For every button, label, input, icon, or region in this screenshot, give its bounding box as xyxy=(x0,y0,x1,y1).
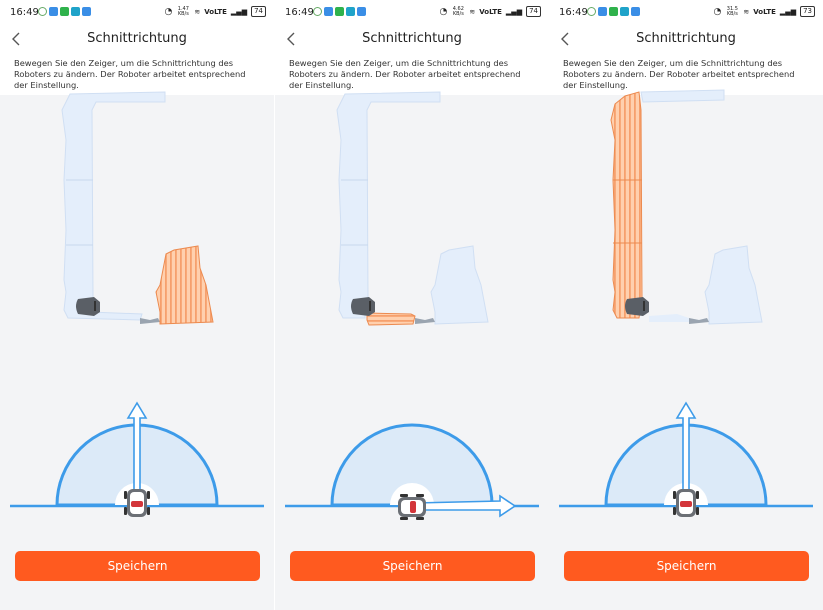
notification-icon xyxy=(609,7,618,16)
volte-label: VoLTE xyxy=(753,7,776,16)
header: Schnittrichtung xyxy=(0,24,274,54)
battery-level: 73 xyxy=(800,6,815,17)
map-zone-left-selected[interactable] xyxy=(610,91,643,319)
notification-icon xyxy=(620,7,629,16)
map-zone-right[interactable] xyxy=(704,245,763,325)
volte-label: VoLTE xyxy=(204,7,227,16)
docking-station-icon xyxy=(351,297,375,316)
save-button[interactable]: Speichern xyxy=(15,551,260,581)
notification-icon xyxy=(49,7,58,16)
zone-divider xyxy=(613,179,642,244)
direction-arrow-up[interactable] xyxy=(675,401,697,503)
battery-level: 74 xyxy=(526,6,541,17)
instruction-text: Bewegen Sie den Zeiger, um die Schnittri… xyxy=(275,54,549,95)
wifi-icon: ≋ xyxy=(743,7,750,16)
back-chevron-icon[interactable] xyxy=(283,30,301,48)
robot-mower-icon[interactable] xyxy=(398,494,426,520)
direction-dial[interactable] xyxy=(275,390,549,530)
dial-semicircle xyxy=(330,423,494,507)
notification-icon xyxy=(631,7,640,16)
docking-station-icon xyxy=(625,297,649,316)
notification-icon xyxy=(335,7,344,16)
notification-icons xyxy=(587,7,640,16)
back-chevron-icon[interactable] xyxy=(557,30,575,48)
zone-divider xyxy=(341,179,368,246)
dock-plate xyxy=(643,301,645,311)
back-chevron-icon[interactable] xyxy=(8,30,26,48)
map-zone-bottom-selected[interactable] xyxy=(366,312,416,326)
robot-mower-icon[interactable] xyxy=(124,489,150,517)
direction-dial[interactable] xyxy=(0,390,274,530)
alarm-icon: ◔ xyxy=(439,6,448,17)
docking-station-icon xyxy=(76,297,100,316)
save-button[interactable]: Speichern xyxy=(290,551,535,581)
battery-level: 74 xyxy=(251,6,266,17)
status-time: 16:49 xyxy=(559,7,588,18)
status-time: 16:49 xyxy=(10,7,39,18)
notification-icon xyxy=(38,7,47,16)
notification-icon xyxy=(587,7,596,16)
map-zone-right[interactable] xyxy=(430,245,489,325)
dock-plate xyxy=(369,301,371,311)
wifi-icon: ≋ xyxy=(194,7,201,16)
signal-icon: ▂▄▆ xyxy=(505,7,523,16)
map-path xyxy=(140,318,160,324)
instruction-text: Bewegen Sie den Zeiger, um die Schnittri… xyxy=(549,54,823,95)
page-title: Schnittrichtung xyxy=(87,31,187,46)
notification-icon xyxy=(71,7,80,16)
instruction-text: Bewegen Sie den Zeiger, um die Schnittri… xyxy=(0,54,274,95)
lawn-map xyxy=(61,91,214,325)
zone-divider xyxy=(66,179,93,246)
page-title: Schnittrichtung xyxy=(362,31,462,46)
map-path xyxy=(415,318,435,324)
map-zone-left[interactable] xyxy=(336,91,441,319)
notification-icons xyxy=(38,7,91,16)
direction-dial[interactable] xyxy=(549,390,823,530)
status-time: 16:49 xyxy=(285,7,314,18)
wifi-icon: ≋ xyxy=(469,7,476,16)
map-zone-right-selected[interactable] xyxy=(155,245,214,325)
dock-plate xyxy=(94,301,96,311)
lawn-map xyxy=(336,91,489,326)
robot-mower-icon[interactable] xyxy=(673,489,699,517)
notification-icon xyxy=(324,7,333,16)
map-zone-top[interactable] xyxy=(640,89,725,103)
header: Schnittrichtung xyxy=(275,24,549,54)
alarm-icon: ◔ xyxy=(164,6,173,17)
notification-icon xyxy=(82,7,91,16)
direction-arrow-right[interactable] xyxy=(414,494,517,518)
header: Schnittrichtung xyxy=(549,24,823,54)
notification-icon xyxy=(60,7,69,16)
notification-icon xyxy=(346,7,355,16)
volte-label: VoLTE xyxy=(479,7,502,16)
notification-icon xyxy=(357,7,366,16)
signal-icon: ▂▄▆ xyxy=(779,7,797,16)
notification-icon xyxy=(313,7,322,16)
map-path xyxy=(689,318,709,324)
notification-icons xyxy=(313,7,366,16)
page-title: Schnittrichtung xyxy=(636,31,736,46)
signal-icon: ▂▄▆ xyxy=(230,7,248,16)
alarm-icon: ◔ xyxy=(713,6,722,17)
lawn-map xyxy=(610,89,763,325)
direction-arrow-up[interactable] xyxy=(126,401,148,503)
save-button[interactable]: Speichern xyxy=(564,551,809,581)
map-zone-left[interactable] xyxy=(61,91,166,321)
notification-icon xyxy=(598,7,607,16)
